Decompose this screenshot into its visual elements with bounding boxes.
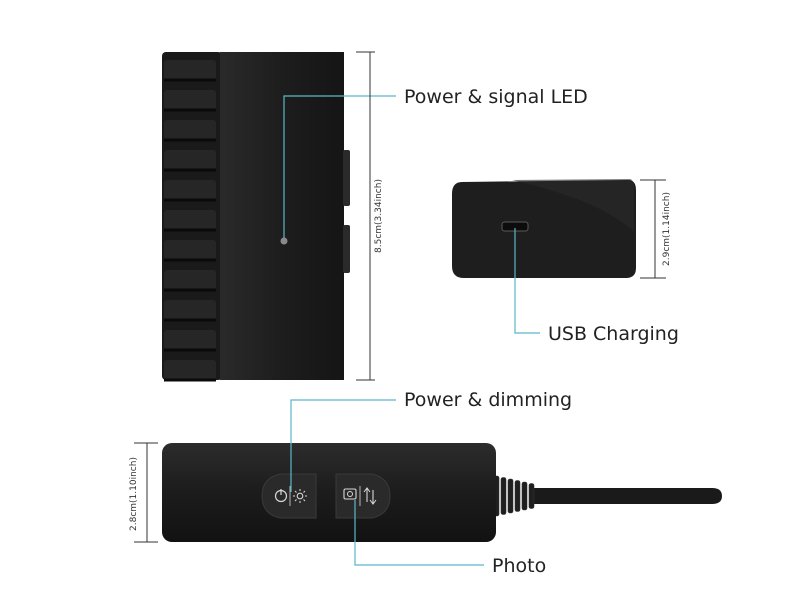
box-height-dimension: 8.5cm(3.34inch) (356, 51, 384, 381)
grip-rib (164, 60, 216, 80)
grip-rib (164, 150, 216, 170)
side-button-bottom (343, 225, 350, 273)
photo-leader-line (354, 500, 484, 566)
usb-charging-label: USB Charging (548, 323, 679, 345)
side-height-dimension: 2.9cm(1.14inch) (640, 179, 672, 279)
led-indicator (280, 237, 288, 245)
side-button-top (343, 150, 350, 206)
strain-relief (493, 475, 535, 517)
grip-ribs (164, 60, 216, 382)
power-dimming-leader-line (290, 399, 396, 492)
main-box-device (162, 52, 350, 382)
handle-body (162, 443, 496, 542)
handle-device (162, 443, 722, 542)
power-signal-led-label: Power & signal LED (404, 86, 588, 108)
grip-rib (164, 210, 216, 230)
handle-height-text: 2.8cm(1.10inch) (129, 457, 139, 531)
strain-relief-ring (514, 480, 521, 512)
strain-relief-ring (507, 478, 514, 514)
grip-rib (164, 300, 216, 320)
handle-height-dimension: 2.8cm(1.10inch) (129, 442, 158, 543)
power-dimming-label: Power & dimming (404, 389, 572, 411)
camera-swap-icon (343, 486, 377, 506)
grip-rib (164, 270, 216, 290)
cable (530, 488, 722, 504)
grip-rib (164, 330, 216, 350)
photo-label: Photo (492, 555, 546, 577)
power-sun-icon (274, 486, 307, 506)
side-height-text: 2.9cm(1.14inch) (662, 192, 672, 266)
grip-rib (164, 120, 216, 140)
photo-button (335, 473, 391, 519)
side-view-device (452, 179, 636, 278)
strain-relief-ring (521, 481, 528, 511)
strain-relief-ring (500, 477, 507, 515)
grip-rib (164, 90, 216, 110)
box-face (220, 52, 344, 380)
box-height-text: 8.5cm(3.34inch) (374, 179, 384, 253)
led-leader-line (283, 95, 396, 238)
power-dimming-button (261, 473, 317, 519)
grip-rib (164, 360, 216, 380)
grip-rib (164, 180, 216, 200)
usb-leader-line (514, 228, 540, 334)
grip-rib (164, 240, 216, 260)
strain-relief-ring (528, 483, 535, 509)
